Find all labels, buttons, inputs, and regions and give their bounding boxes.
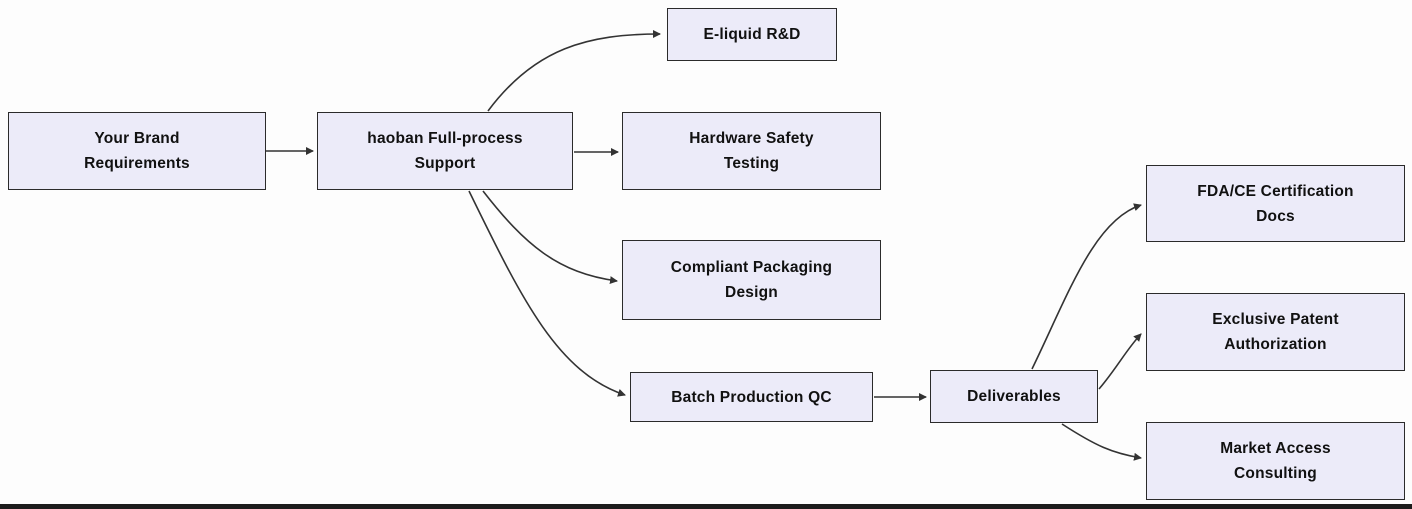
bottom-border-bar (0, 504, 1412, 509)
node-your-brand-requirements: Your Brand Requirements (8, 112, 266, 190)
node-label: Deliverables (967, 388, 1061, 405)
node-label: Exclusive Patent (1212, 311, 1339, 328)
node-exclusive-patent-authorization: Exclusive Patent Authorization (1146, 293, 1405, 371)
arrow-deliverables-to-patent (1098, 333, 1142, 390)
arrow-haoban-to-packaging (482, 190, 618, 285)
arrow-haoban-to-eliquid (487, 30, 661, 112)
arrow-haoban-to-batchqc (468, 190, 626, 397)
node-label: Requirements (84, 155, 190, 172)
node-label: Compliant Packaging (670, 259, 833, 276)
node-label: Consulting (1234, 465, 1317, 482)
node-label: haoban Full-process (367, 130, 523, 147)
node-label: Hardware Safety (689, 130, 814, 147)
node-fda-ce-certification-docs: FDA/CE Certification Docs (1146, 165, 1405, 242)
node-label: Testing (723, 155, 780, 172)
node-hardware-safety-testing: Hardware Safety Testing (622, 112, 881, 190)
node-label: E-liquid R&D (703, 26, 801, 43)
node-deliverables: Deliverables (930, 370, 1098, 423)
node-label: Design (725, 284, 778, 301)
arrow-deliverables-to-market (1061, 423, 1142, 461)
node-label: FDA/CE Certification (1197, 182, 1354, 200)
node-label: Authorization (1224, 336, 1327, 353)
node-label: Your Brand (94, 130, 180, 147)
node-eliquid-rd: E-liquid R&D (667, 8, 837, 61)
node-batch-production-qc: Batch Production QC (630, 372, 873, 422)
node-label: Market Access (1220, 440, 1331, 457)
node-compliant-packaging-design: Compliant Packaging Design (622, 240, 881, 320)
arrow-deliverables-to-fda (1031, 203, 1142, 370)
node-label: Batch Production QC (671, 388, 832, 406)
node-label: Support (414, 155, 476, 172)
node-label: Docs (1256, 207, 1295, 225)
node-haoban-full-process-support: haoban Full-process Support (317, 112, 573, 190)
node-market-access-consulting: Market Access Consulting (1146, 422, 1405, 500)
